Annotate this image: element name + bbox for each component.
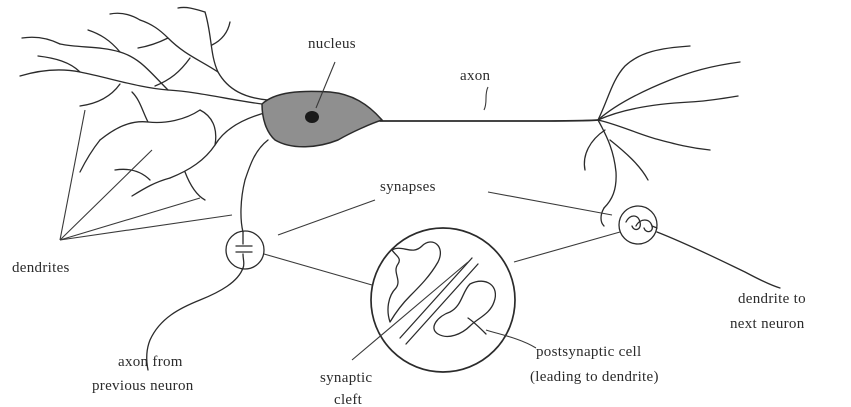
synapse-circle-left (226, 231, 264, 269)
synapse-right-detail (626, 216, 657, 232)
axon-terminals (584, 46, 740, 226)
dendrite-tree (20, 7, 268, 200)
label-dendrite-next-1: dendrite to (738, 291, 806, 307)
synapses-pointer-right (488, 192, 612, 215)
label-axon-prev-2: previous neuron (92, 378, 194, 394)
postsynaptic-pointer (486, 330, 536, 348)
dendrite-to-next-path (657, 232, 780, 288)
dendrites-pointers (60, 110, 232, 240)
label-cleft-1: synaptic (320, 370, 372, 386)
synapse-magnified-detail (388, 242, 495, 344)
axon-line (380, 120, 598, 121)
label-dendrite-next-2: next neuron (730, 316, 805, 332)
synapses-pointer-left (278, 200, 375, 235)
cell-body (262, 91, 382, 146)
label-cleft-2: cleft (334, 392, 363, 407)
nucleus-dot (305, 111, 319, 123)
label-axon: axon (460, 68, 491, 84)
connector-left (264, 254, 372, 285)
axon-from-previous-path (241, 140, 268, 232)
label-axon-prev-1: axon from (118, 354, 183, 370)
label-synapses: synapses (380, 179, 436, 195)
label-nucleus: nucleus (308, 36, 356, 52)
label-postsynaptic-1: postsynaptic cell (536, 344, 642, 360)
axon-pointer (484, 87, 488, 110)
label-postsynaptic-2: (leading to dendrite) (530, 369, 659, 385)
connector-right (514, 232, 620, 262)
label-dendrites: dendrites (12, 260, 70, 276)
synapse-left-detail (236, 232, 252, 268)
